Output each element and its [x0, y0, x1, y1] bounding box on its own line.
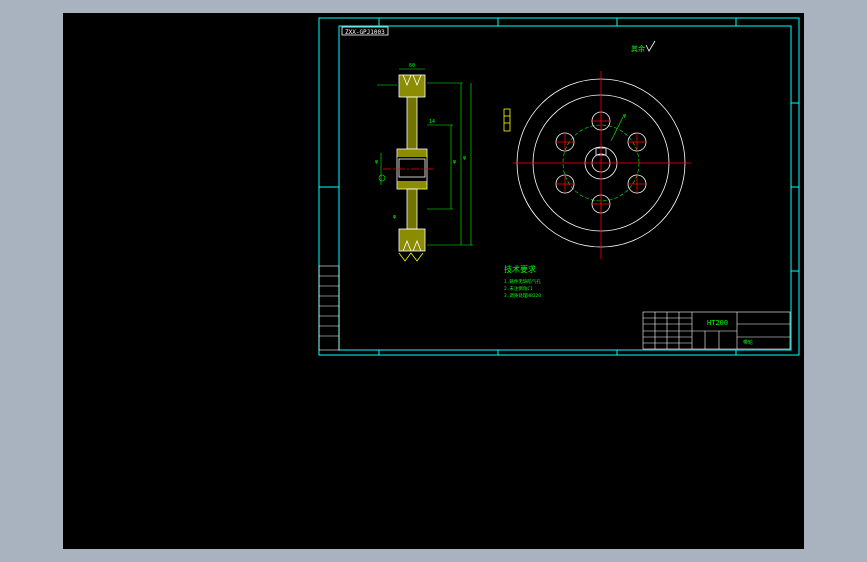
svg-text:φ: φ: [453, 159, 456, 165]
svg-text:φ: φ: [463, 155, 466, 161]
section-view: φ φ 60 14 φ φ: [375, 63, 473, 262]
tech-requirement-3: 3.调质处理HB220: [504, 292, 541, 299]
svg-text:φ: φ: [375, 159, 378, 165]
cad-viewport[interactable]: ZXX-GPJ1003 其余: [63, 13, 804, 549]
drawing-canvas: ZXX-GPJ1003 其余: [318, 17, 800, 356]
zone-ticks: [319, 18, 799, 355]
drawing-frame: [338, 25, 792, 351]
svg-text:60: 60: [409, 63, 415, 69]
tech-requirement-2: 2.未注倒角C1: [504, 285, 533, 292]
part-code-box: [341, 26, 389, 36]
svg-text:φ: φ: [393, 214, 396, 220]
part-name: 带轮: [743, 339, 753, 346]
svg-text:φ: φ: [623, 113, 626, 119]
material: HT200: [707, 319, 728, 327]
tolerance-frame: [503, 108, 511, 132]
revision-table: [318, 265, 340, 351]
title-block: [642, 311, 791, 350]
part-code: ZXX-GPJ1003: [345, 29, 385, 36]
svg-text:14: 14: [429, 119, 435, 125]
tech-requirements-title: 技术要求: [504, 264, 536, 274]
tech-requirement-1: 1.铸件无缺陷气孔: [504, 278, 541, 285]
roughness-symbol: [645, 40, 656, 52]
front-view: φ: [513, 71, 691, 259]
sheet-border: [318, 17, 800, 356]
remaining-mark: 其余: [631, 44, 645, 53]
